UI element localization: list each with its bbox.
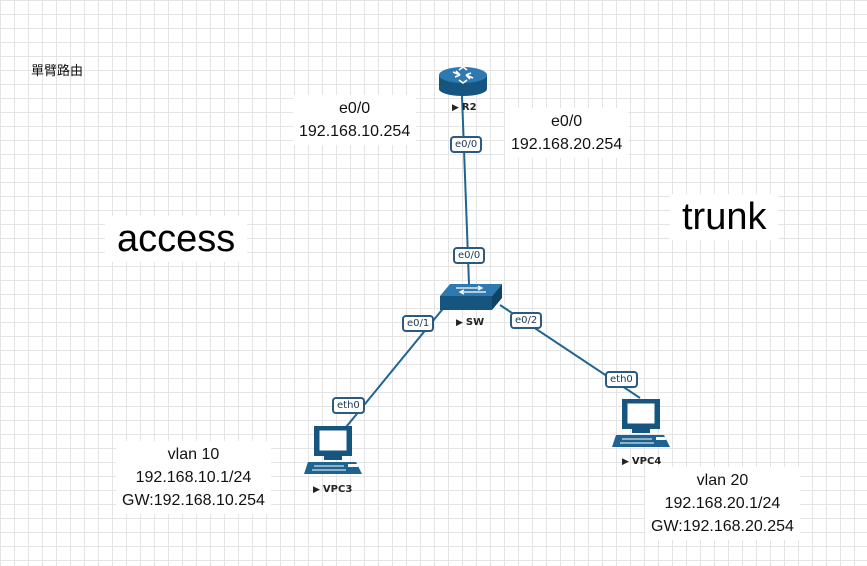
r2-right-address: e0/0 192.168.20.254	[505, 108, 629, 158]
port-sw-e1: e0/1	[402, 315, 435, 332]
node-vpc4[interactable]	[612, 397, 672, 449]
switch-icon	[440, 284, 502, 310]
vpc4-gateway: GW:192.168.20.254	[651, 518, 794, 535]
sw-label[interactable]: ▶SW	[456, 317, 484, 328]
vpc4-info: vlan 20 192.168.20.1/24 GW:192.168.20.25…	[645, 467, 800, 540]
vpc3-ip: 192.168.10.1/24	[135, 469, 252, 486]
node-r2[interactable]	[436, 62, 490, 98]
port-sw-e0: e0/0	[453, 247, 486, 264]
vpc3-vlan: vlan 10	[167, 446, 220, 463]
vpc3-name: VPC3	[322, 484, 353, 495]
access-label: access	[105, 216, 248, 262]
vpc4-ip: 192.168.20.1/24	[664, 495, 781, 512]
pc-icon	[612, 399, 670, 447]
r2-right-interface: e0/0	[551, 113, 583, 130]
port-r2-e0: e0/0	[450, 136, 483, 153]
port-vpc3-eth0: eth0	[332, 397, 365, 414]
sw-name: SW	[465, 317, 485, 328]
r2-left-interface: e0/0	[339, 100, 371, 117]
play-icon: ▶	[452, 103, 459, 113]
r2-name: R2	[461, 102, 477, 113]
node-vpc3[interactable]	[304, 424, 364, 476]
r2-left-ip: 192.168.10.254	[299, 123, 411, 140]
node-sw[interactable]	[436, 282, 506, 312]
vpc3-info: vlan 10 192.168.10.1/24 GW:192.168.10.25…	[116, 441, 271, 514]
router-icon	[439, 66, 487, 96]
vpc4-vlan: vlan 20	[696, 472, 749, 489]
vpc4-label[interactable]: ▶VPC4	[622, 456, 661, 467]
vpc3-label[interactable]: ▶VPC3	[313, 484, 352, 495]
diagram-title: 單臂路由	[31, 64, 84, 79]
port-sw-e2: e0/2	[510, 312, 543, 329]
pc-icon	[304, 426, 362, 474]
r2-left-address: e0/0 192.168.10.254	[293, 95, 417, 145]
play-icon: ▶	[313, 485, 320, 495]
vpc4-name: VPC4	[631, 456, 662, 467]
port-vpc4-eth0: eth0	[605, 371, 638, 388]
vpc3-gateway: GW:192.168.10.254	[122, 492, 265, 509]
play-icon: ▶	[456, 318, 463, 328]
trunk-label: trunk	[670, 194, 779, 240]
r2-label[interactable]: ▶R2	[452, 102, 477, 113]
r2-right-ip: 192.168.20.254	[511, 136, 623, 153]
play-icon: ▶	[622, 457, 629, 467]
